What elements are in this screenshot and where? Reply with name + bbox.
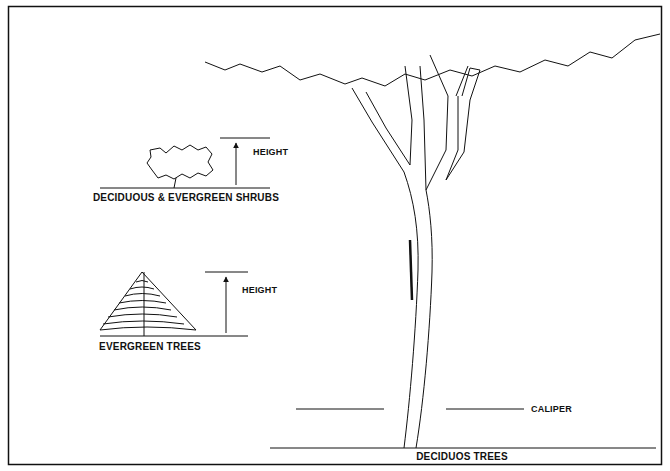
plant-label: DECIDUOS TREES bbox=[416, 452, 508, 462]
caliper-line bbox=[296, 409, 384, 410]
trunk-left bbox=[352, 88, 418, 448]
trunk-shade bbox=[410, 240, 412, 300]
height-arrow bbox=[236, 143, 237, 185]
dimension-label: HEIGHT bbox=[242, 286, 277, 295]
branch-middle bbox=[420, 55, 448, 190]
height-tick bbox=[205, 272, 248, 273]
branch-right bbox=[446, 68, 480, 180]
dimension-label: CALIPER bbox=[531, 405, 572, 414]
height-tick bbox=[220, 138, 270, 139]
dimension-label: HEIGHT bbox=[253, 148, 288, 157]
branch-tip bbox=[456, 66, 468, 96]
plant-label: DECIDUOUS & EVERGREEN SHRUBS bbox=[93, 193, 279, 203]
shrub-outline bbox=[147, 145, 213, 179]
branch-left bbox=[366, 66, 412, 165]
trunk-right bbox=[416, 190, 432, 448]
plant-label: EVERGREEN TREES bbox=[99, 342, 201, 352]
height-arrow bbox=[226, 277, 227, 333]
evergreen-tree bbox=[100, 272, 196, 336]
shrub-ground bbox=[100, 188, 270, 189]
shrub-stem bbox=[174, 178, 176, 188]
frame bbox=[9, 7, 662, 465]
caliper-line bbox=[446, 409, 524, 410]
tree-ground bbox=[270, 448, 656, 449]
evergreen-ground bbox=[100, 336, 248, 337]
